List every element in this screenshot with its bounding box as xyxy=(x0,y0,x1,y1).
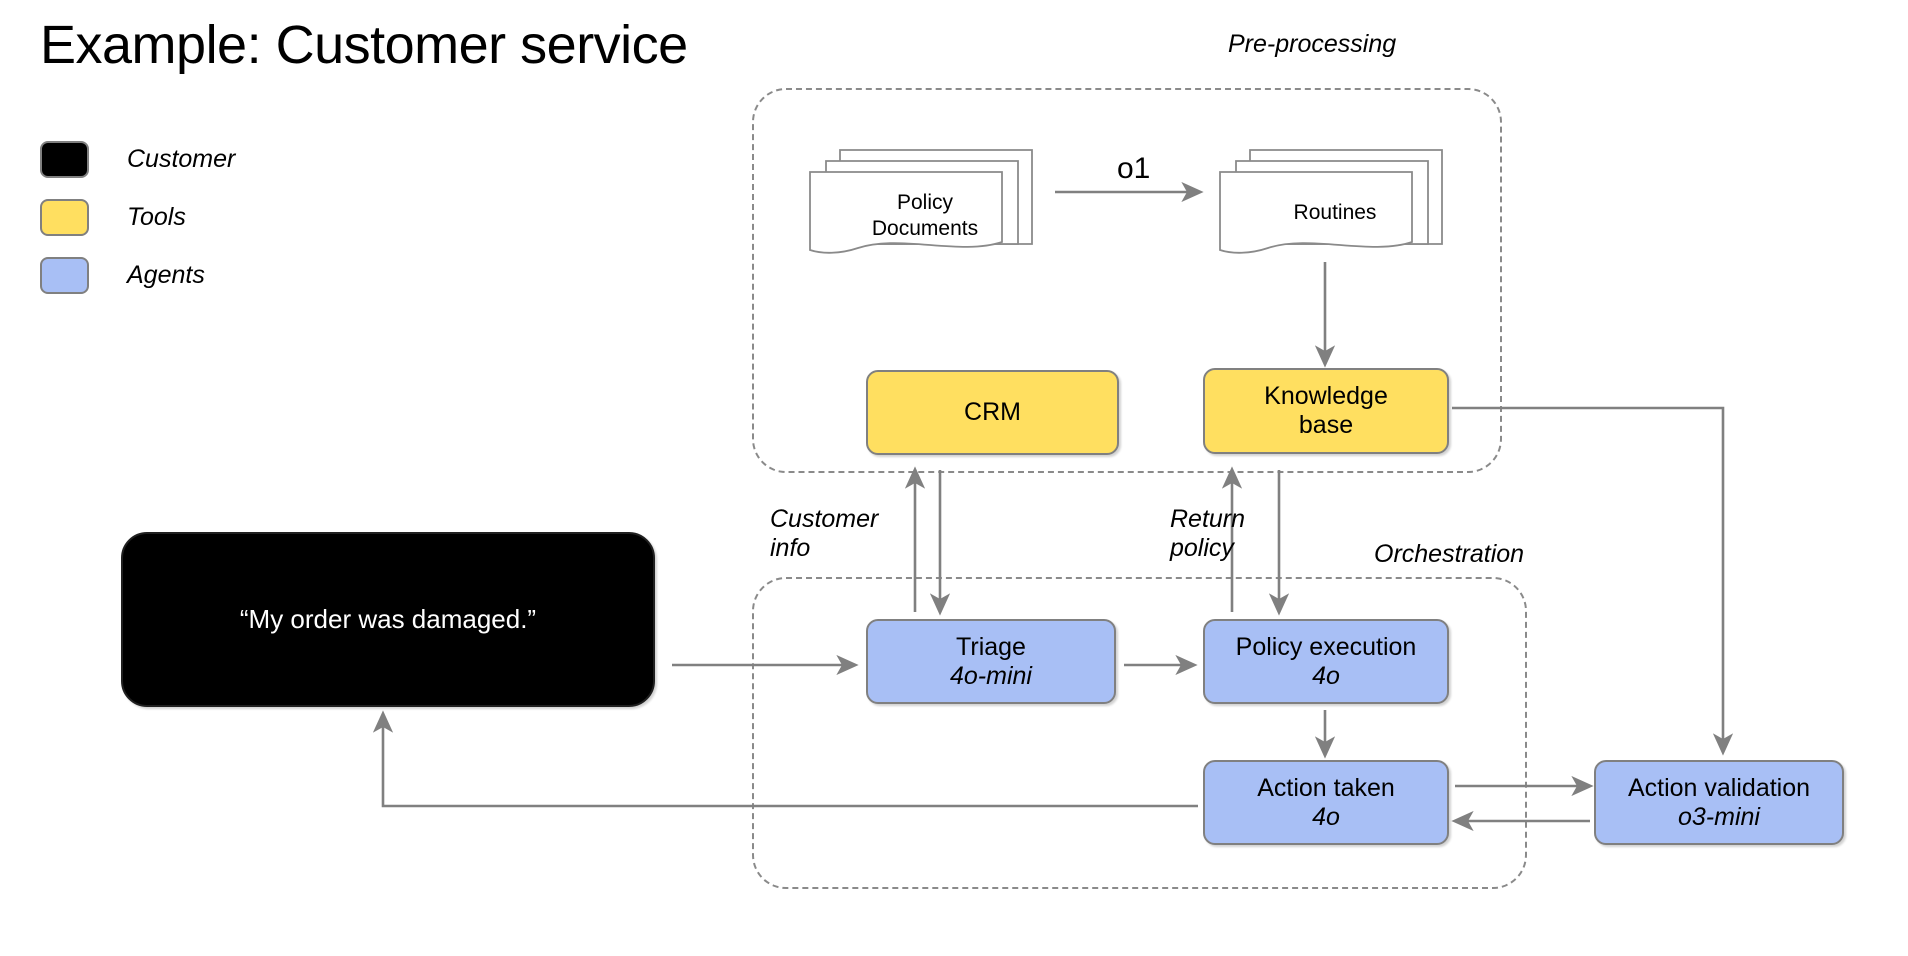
edge-label-return-policy-line2: policy xyxy=(1170,533,1234,562)
edge-label-o1: o1 xyxy=(1117,152,1151,185)
node-policy-execution-title: Policy execution xyxy=(1235,632,1417,661)
node-knowledge-base-title: Knowledge xyxy=(1264,382,1388,411)
legend-swatch-tools xyxy=(40,198,89,236)
policy-documents-node[interactable]: Policy Documents xyxy=(800,138,1050,268)
node-crm[interactable]: CRM xyxy=(866,370,1119,455)
node-customer[interactable]: “My order was damaged.” xyxy=(121,532,655,707)
node-action-taken-model: 4o xyxy=(1312,802,1340,831)
legend-label-tools: Tools xyxy=(127,202,186,231)
node-action-taken[interactable]: Action taken 4o xyxy=(1203,760,1449,845)
zone-preprocessing xyxy=(752,88,1502,473)
node-knowledge-base-subtitle: base xyxy=(1298,411,1354,439)
legend-swatch-customer xyxy=(40,140,89,178)
node-action-validation-model: o3-mini xyxy=(1678,802,1760,831)
legend-item-customer: Customer xyxy=(40,130,235,188)
legend-swatch-agents xyxy=(40,256,89,294)
edge-label-customer-info-line2: info xyxy=(770,533,811,562)
page-title: Example: Customer service xyxy=(40,15,688,75)
node-customer-message: “My order was damaged.” xyxy=(239,603,537,634)
node-knowledge-base[interactable]: Knowledge base xyxy=(1203,368,1449,454)
edge-label-customer-info-line1: Customer xyxy=(770,505,879,533)
zone-orchestration-label: Orchestration xyxy=(1374,540,1525,568)
node-policy-execution-model: 4o xyxy=(1312,661,1340,690)
node-action-taken-title: Action taken xyxy=(1257,773,1395,802)
node-triage[interactable]: Triage 4o-mini xyxy=(866,619,1116,704)
policy-documents-icon xyxy=(809,149,1033,254)
legend-item-agents: Agents xyxy=(40,246,235,304)
node-action-validation-title: Action validation xyxy=(1627,773,1811,802)
zone-preprocessing-label: Pre-processing xyxy=(1228,30,1397,58)
edge-label-return-policy: Return policy xyxy=(1170,505,1245,563)
node-policy-execution[interactable]: Policy execution 4o xyxy=(1203,619,1449,704)
node-triage-title: Triage xyxy=(956,632,1026,661)
node-action-validation[interactable]: Action validation o3-mini xyxy=(1594,760,1844,845)
legend: Customer Tools Agents xyxy=(40,130,235,304)
routines-icon xyxy=(1219,149,1443,254)
node-crm-title: CRM xyxy=(964,398,1021,427)
legend-item-tools: Tools xyxy=(40,188,235,246)
edge-label-return-policy-line1: Return xyxy=(1170,505,1246,533)
legend-label-customer: Customer xyxy=(127,144,236,173)
node-triage-model: 4o-mini xyxy=(950,661,1032,690)
edge-label-customer-info: Customer info xyxy=(770,505,878,563)
routines-node[interactable]: Routines xyxy=(1210,138,1460,268)
legend-label-agents: Agents xyxy=(127,260,205,289)
